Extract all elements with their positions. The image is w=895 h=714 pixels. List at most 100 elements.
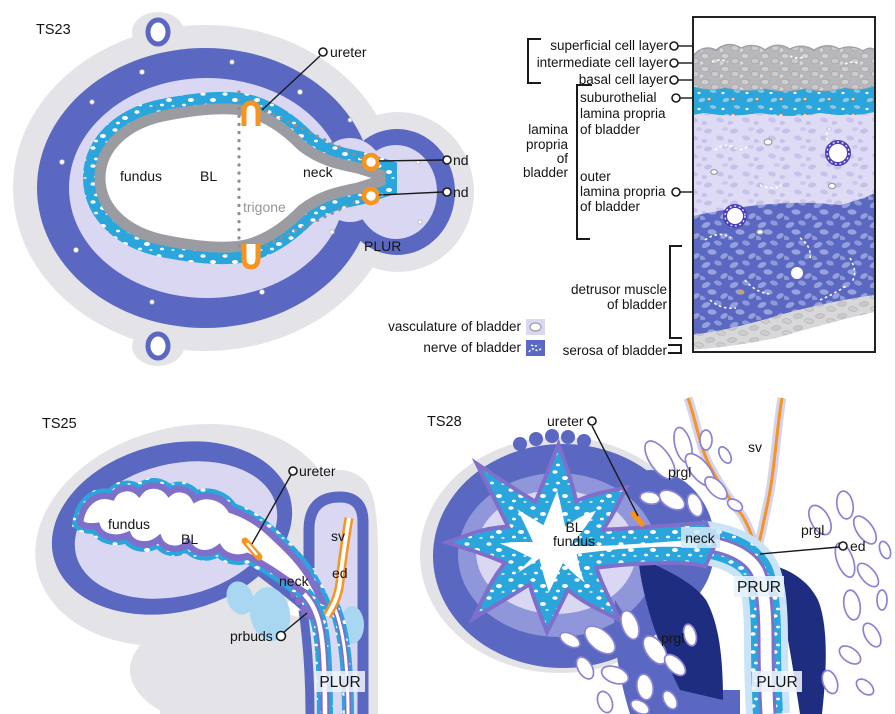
- ts28-ed-label: ed: [850, 538, 866, 554]
- detrusor-label-2: of bladder: [607, 297, 668, 312]
- nerve-legend-label: nerve of bladder: [423, 340, 521, 355]
- ts23-vessel-top: [145, 17, 171, 47]
- ts28-panel: TS28 ureter prgl sv BL fundus neck prgl …: [420, 396, 892, 714]
- ts25-panel: TS25 ureter fundus BL sv ed neck prbuds …: [35, 416, 378, 714]
- ts23-nd-top-label: nd: [453, 152, 469, 168]
- suburothelial-label-2: lamina propria: [580, 106, 666, 121]
- vasculature-legend-label: vasculature of bladder: [388, 319, 521, 334]
- ts25-sv-ed-duct-core: [325, 517, 351, 618]
- suburothelial-dot: [671, 93, 681, 103]
- serosa-band: [694, 295, 874, 350]
- ts28-neck-box: [681, 527, 720, 548]
- ts28-ed-dot: [838, 541, 848, 551]
- ts23-trigone-label: trigone: [243, 199, 286, 215]
- ts25-ureter-label: ureter: [299, 463, 336, 479]
- serosa-label: serosa of bladder: [563, 343, 668, 358]
- superficial-dot: [669, 41, 679, 51]
- ts25-sv-label: sv: [331, 528, 345, 544]
- ts23-nd-bottom-dot: [442, 187, 452, 197]
- histology-layers: [694, 43, 874, 350]
- vasculature-swatch-vessel: [529, 322, 542, 332]
- ts28-prgl-top-label: prgl: [668, 464, 691, 480]
- ts23-nd-top-leader: [378, 159, 444, 162]
- lamina-propria-bracket: [576, 84, 592, 240]
- ts28-navy-left: [638, 556, 723, 700]
- histology-vessels: [710, 138, 851, 295]
- ts23-plur-label: PLUR: [364, 238, 401, 254]
- ts25-prbuds-label: prbuds: [230, 628, 273, 644]
- ts25-urothelium-lining: [76, 482, 328, 607]
- ts28-plur-box: [752, 671, 802, 692]
- lamina-label-4: bladder: [523, 165, 569, 180]
- ts28-bl-label: BL: [565, 519, 582, 535]
- ts28-prgl-right-label: prgl: [801, 522, 824, 538]
- ts23-trigone-dotted-lines: [237, 90, 376, 254]
- ts23-urothelium-lining: [94, 103, 386, 253]
- ts28-lumen-cyan: [452, 450, 713, 628]
- ts23-fundus-label: fundus: [120, 168, 162, 184]
- suburothelial-band: [694, 86, 874, 116]
- ts28-ureter-dot: [587, 416, 597, 426]
- ts25-plur-box: [315, 671, 365, 692]
- intermediate-cell-layer-label: intermediate cell layer: [537, 55, 669, 70]
- ts23-nd-ring-bottom: [361, 186, 381, 206]
- ts23-ureter-mark-bottom: [241, 244, 261, 270]
- suburothelial-label-3: of bladder: [580, 122, 641, 137]
- ts25-urethra-core: [302, 592, 328, 714]
- ts28-prgl-bottom-label: prgl: [661, 630, 684, 646]
- ts28-fundus-label: fundus: [553, 533, 595, 549]
- ts25-ureter-mark-core: [246, 542, 258, 556]
- outer-label-1: outer: [580, 169, 611, 184]
- ts23-nd-bottom-leader: [378, 191, 444, 196]
- ts25-dark-arch: [303, 491, 369, 714]
- urothelium-band: [694, 43, 874, 93]
- ts28-prur-label: PRUR: [737, 579, 781, 596]
- outer-label-3: of bladder: [580, 199, 641, 214]
- ts25-title: TS25: [42, 416, 77, 432]
- superficial-cell-layer-label: superficial cell layer: [550, 38, 668, 53]
- ts28-ureter-leader: [591, 425, 639, 517]
- ts25-dark-left-band: [298, 609, 315, 714]
- ts25-prbuds-dot: [275, 630, 287, 642]
- histology-panel: superficial cell layer intermediate cell…: [388, 16, 876, 358]
- ts25-ureter-dot: [288, 466, 298, 476]
- ts28-prgl-glands: [559, 426, 892, 714]
- ts23-nd-ring-top: [361, 152, 381, 172]
- outer-dot: [671, 187, 681, 197]
- detrusor-label-1: detrusor muscle: [571, 282, 667, 297]
- ts23-ureter-mark-top: [241, 100, 261, 126]
- ts25-ureter-leader: [251, 474, 292, 545]
- ts28-ureter-mark: [630, 511, 645, 527]
- histology-nerve-squiggles: [704, 55, 860, 310]
- cell-layers-bracket: [527, 38, 541, 84]
- outer-label-2: lamina propria: [580, 184, 666, 199]
- ts25-plur-label: PLUR: [319, 674, 360, 691]
- ts28-prur-box: [734, 576, 784, 597]
- ts25-neck-label: neck: [279, 573, 310, 589]
- ts28-ed-leader: [759, 546, 840, 555]
- lamina-label-2: propria: [526, 137, 569, 152]
- ts23-nd-top-dot: [442, 155, 452, 165]
- ts28-neck-label: neck: [685, 530, 716, 546]
- ts28-ureter-label: ureter: [547, 413, 584, 429]
- ts23-ureter-leader-dot: [318, 47, 328, 57]
- ts25-ed-label: ed: [332, 565, 348, 581]
- ts23-vessel-bottom: [145, 331, 171, 361]
- basal-dot: [669, 75, 679, 85]
- lamina-propria-band: [694, 112, 874, 216]
- ts25-prbuds-leader: [283, 612, 308, 633]
- nerve-swatch-squiggle: [528, 344, 543, 353]
- intermediate-dot: [669, 58, 679, 68]
- ts23-speckles: [59, 59, 423, 305]
- serosa-bracket: [668, 344, 682, 354]
- ts23-bl-label: BL: [200, 168, 217, 184]
- ts23-title: TS23: [36, 22, 71, 38]
- ts23-panel: ureter TS23 fundus BL neck trigone nd nd…: [13, 12, 474, 366]
- nerve-legend-swatch: [526, 340, 545, 356]
- detrusor-band: [694, 193, 874, 335]
- ts28-plur-label: PLUR: [756, 674, 797, 691]
- ts23-ureter-label: ureter: [330, 44, 367, 60]
- detrusor-bracket: [669, 245, 682, 339]
